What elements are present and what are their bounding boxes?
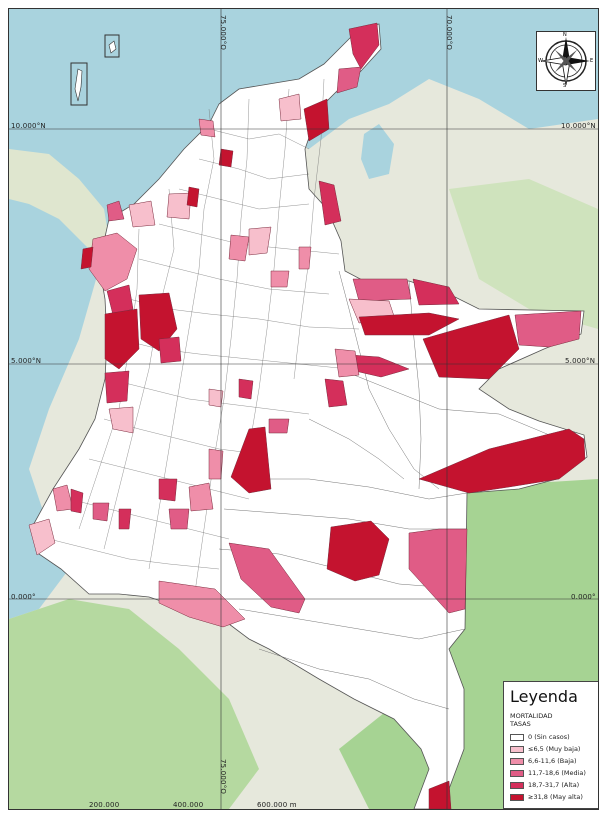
legend-swatch	[510, 769, 524, 777]
compass-icon	[541, 37, 590, 86]
legend-label: ≥31,8 (May alta)	[528, 793, 583, 801]
legend-swatch	[510, 781, 524, 789]
lake-maracaibo	[361, 124, 394, 179]
island-2	[74, 68, 83, 102]
legend-title: Leyenda	[510, 687, 578, 706]
island-frame-2	[70, 62, 88, 106]
graticule	[9, 9, 598, 809]
forest-area-west	[9, 599, 259, 809]
lat-label-right-10: 10.000°N	[561, 122, 596, 130]
choropleth-polygons	[28, 22, 586, 809]
legend-subtitle-rates: TASAS	[510, 720, 531, 728]
scale-label-2: 400.000	[173, 801, 204, 809]
map-frame[interactable]: 75.000°O 70.000°O 10.000°N 10.000°N 5.00…	[8, 8, 599, 810]
legend-swatch	[510, 733, 524, 741]
legend-item: 18,7-31,7 (Alta)	[510, 780, 579, 790]
map-legend: Leyenda MORTALIDAD TASAS 0 (Sin casos) ≤6…	[503, 681, 598, 809]
legend-label: 18,7-31,7 (Alta)	[528, 781, 580, 789]
legend-swatch	[510, 757, 524, 765]
legend-item: ≥31,8 (May alta)	[510, 792, 583, 802]
lon-label-bottom-75: 75.000°O	[219, 759, 227, 795]
compass-s: S	[563, 83, 567, 89]
legend-item: 0 (Sin casos)	[510, 732, 570, 742]
lat-label-left-0: 0.000°	[11, 593, 36, 601]
compass-w: W	[538, 58, 543, 64]
map-canvas[interactable]	[9, 9, 598, 809]
lat-label-left-10: 10.000°N	[11, 122, 46, 130]
scale-label-1: 200.000	[89, 801, 120, 809]
compass-n: N	[563, 32, 567, 38]
scale-label-3: 600.000 m	[257, 801, 297, 809]
legend-item: 6,6-11,6 (Baja)	[510, 756, 577, 766]
legend-label: ≤6,5 (Muy baja)	[528, 745, 581, 753]
forest-area-north	[449, 179, 598, 329]
lon-label-top-70: 70.000°O	[445, 15, 453, 51]
legend-subtitle-mortality: MORTALIDAD	[510, 712, 553, 720]
legend-item: ≤6,5 (Muy baja)	[510, 744, 580, 754]
island-1	[108, 40, 117, 54]
legend-label: 11,7-18,6 (Media)	[528, 769, 586, 777]
compass-e: E	[590, 58, 594, 64]
lat-label-right-5: 5.000°N	[565, 357, 596, 365]
legend-label: 6,6-11,6 (Baja)	[528, 757, 577, 765]
legend-label: 0 (Sin casos)	[528, 733, 570, 741]
legend-swatch	[510, 745, 524, 753]
island-frame-1	[104, 34, 120, 58]
central-america-land	[9, 149, 109, 249]
legend-item: 11,7-18,6 (Media)	[510, 768, 586, 778]
lat-label-right-0: 0.000°	[571, 593, 596, 601]
lon-label-top-75: 75.000°O	[219, 15, 227, 51]
compass-rose: N S W E	[536, 31, 596, 91]
lat-label-left-5: 5.000°N	[11, 357, 42, 365]
department-boundaries	[218, 270, 560, 710]
legend-swatch	[510, 793, 524, 801]
